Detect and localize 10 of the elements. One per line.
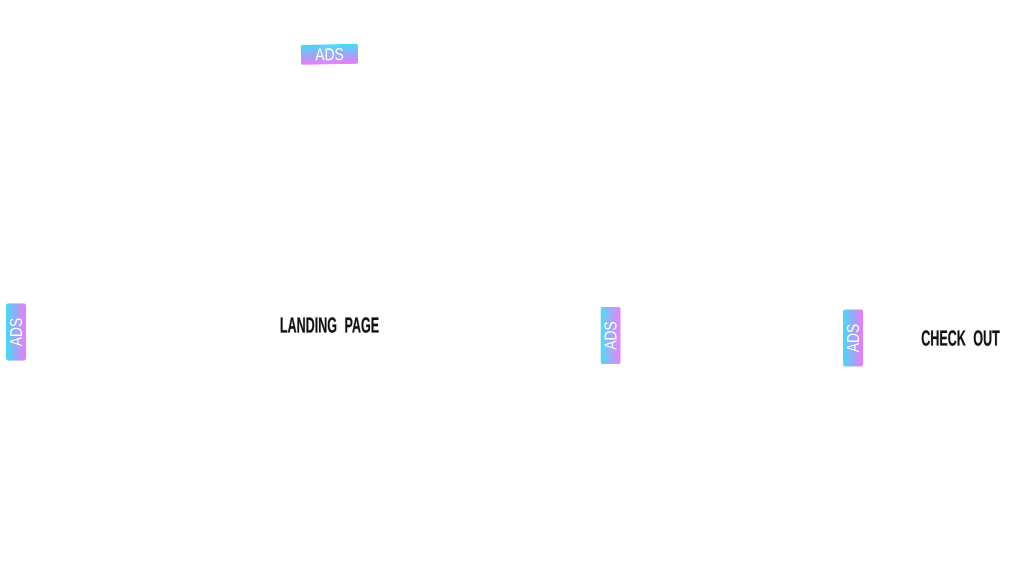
- node-label: ADS: [315, 47, 344, 61]
- node-label: ADS: [9, 318, 23, 347]
- tag: ADS: [600, 307, 621, 364]
- stage-label: CHECK OUT: [921, 330, 1000, 346]
- stage-label: LANDING PAGE: [280, 317, 379, 333]
- node-label: ADS: [846, 324, 860, 353]
- node-label: ADS: [604, 321, 617, 350]
- tag: ADS: [300, 43, 359, 65]
- tag: ADS: [6, 303, 26, 361]
- tag: ADS: [843, 309, 863, 367]
